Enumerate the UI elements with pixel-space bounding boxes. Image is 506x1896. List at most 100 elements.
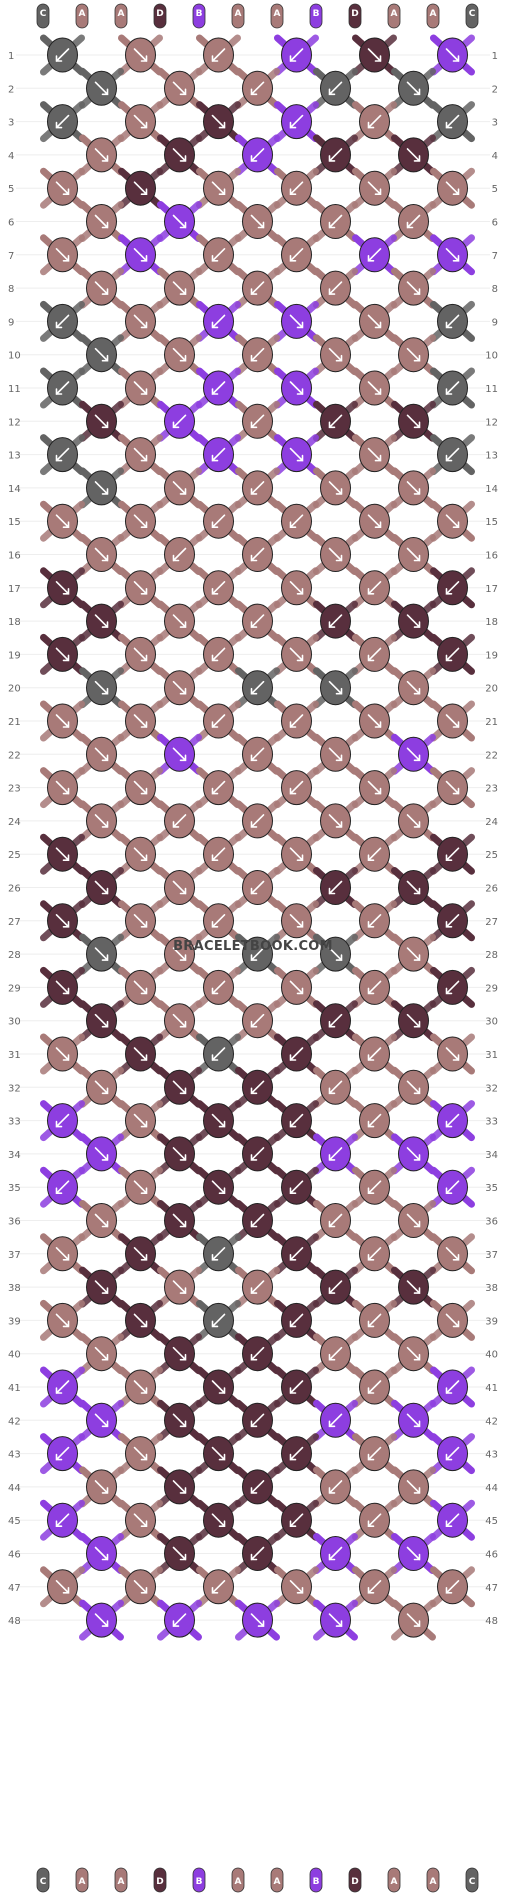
arrow-right-icon bbox=[172, 747, 187, 762]
row-number-right: 40 bbox=[485, 1350, 498, 1361]
arrow-left-icon bbox=[55, 1380, 70, 1394]
arrow-right-icon bbox=[133, 48, 148, 62]
row-number-right: 11 bbox=[485, 384, 498, 395]
row-number-right: 16 bbox=[485, 551, 498, 562]
row-number-right: 35 bbox=[485, 1183, 498, 1194]
arrow-left-icon bbox=[367, 1247, 382, 1261]
arrow-right-icon bbox=[133, 514, 148, 528]
arrow-right-icon bbox=[55, 514, 70, 528]
arrow-right-icon bbox=[367, 181, 382, 195]
arrow-left-icon bbox=[211, 714, 226, 728]
arrow-left-icon bbox=[250, 1346, 265, 1361]
arrow-right-icon bbox=[211, 1180, 226, 1194]
arrow-right-icon bbox=[211, 1446, 226, 1461]
row-number-right: 38 bbox=[485, 1283, 498, 1294]
arrow-left-icon bbox=[328, 81, 343, 96]
arrow-left-icon bbox=[211, 1047, 226, 1061]
thread-stub-bottom bbox=[270, 1867, 284, 1893]
arrow-right-icon bbox=[133, 1380, 148, 1394]
arrow-left-icon bbox=[445, 114, 460, 129]
arrow-right-icon bbox=[94, 148, 109, 162]
row-number-left: 10 bbox=[8, 351, 21, 362]
arrow-left-icon bbox=[289, 1247, 304, 1261]
thread-stub-top bbox=[36, 3, 50, 29]
arrow-right-icon bbox=[406, 1213, 421, 1228]
arrow-right-icon bbox=[94, 1346, 109, 1361]
row-number-left: 5 bbox=[8, 184, 14, 195]
arrow-left-icon bbox=[406, 214, 421, 229]
arrow-right-icon bbox=[406, 1147, 421, 1161]
row-number-right: 1 bbox=[492, 51, 498, 62]
arrow-left-icon bbox=[55, 1113, 70, 1128]
row-number-right: 30 bbox=[485, 1017, 498, 1028]
arrow-right-icon bbox=[133, 1580, 148, 1594]
arrow-right-icon bbox=[172, 1013, 187, 1028]
arrow-right-icon bbox=[406, 747, 421, 762]
arrow-left-icon bbox=[289, 1380, 304, 1394]
arrow-right-icon bbox=[94, 1013, 109, 1028]
arrow-right-icon bbox=[94, 1613, 109, 1627]
arrow-right-icon bbox=[94, 481, 109, 495]
arrow-left-icon bbox=[250, 1147, 265, 1161]
row-number-right: 13 bbox=[485, 451, 498, 462]
thread-stub-bottom bbox=[36, 1867, 50, 1893]
arrow-right-icon bbox=[94, 414, 109, 429]
row-number-right: 41 bbox=[485, 1383, 498, 1394]
row-number-left: 48 bbox=[8, 1616, 21, 1627]
arrow-right-icon bbox=[133, 914, 148, 928]
arrow-left-icon bbox=[445, 1580, 460, 1594]
arrow-left-icon bbox=[55, 314, 70, 329]
arrow-right-icon bbox=[289, 1580, 304, 1594]
arrow-left-icon bbox=[289, 114, 304, 129]
arrow-left-icon bbox=[172, 814, 187, 828]
thread-stub-top bbox=[114, 3, 128, 29]
row-number-right: 18 bbox=[485, 617, 498, 628]
arrow-right-icon bbox=[94, 1147, 109, 1161]
arrow-right-icon bbox=[250, 214, 265, 229]
arrow-right-icon bbox=[133, 314, 148, 329]
arrow-left-icon bbox=[445, 381, 460, 395]
row-number-right: 39 bbox=[485, 1316, 498, 1327]
arrow-right-icon bbox=[55, 1047, 70, 1061]
arrow-right-icon bbox=[55, 181, 70, 195]
arrow-left-icon bbox=[367, 1580, 382, 1594]
thread-stub-bottom bbox=[75, 1867, 89, 1893]
arrow-right-icon bbox=[172, 1147, 187, 1161]
arrow-left-icon bbox=[289, 1313, 304, 1328]
arrow-left-icon bbox=[172, 1613, 187, 1627]
arrow-right-icon bbox=[328, 547, 343, 562]
arrow-right-icon bbox=[55, 780, 70, 795]
thread-stub-top bbox=[270, 3, 284, 29]
arrow-left-icon bbox=[367, 1047, 382, 1061]
row-number-left: 1 bbox=[8, 51, 14, 62]
arrow-right-icon bbox=[172, 148, 187, 162]
row-number-left: 3 bbox=[8, 118, 14, 129]
row-number-left: 18 bbox=[8, 617, 21, 628]
arrow-right-icon bbox=[94, 1480, 109, 1494]
row-number-left: 33 bbox=[8, 1117, 21, 1128]
arrow-right-icon bbox=[133, 847, 148, 861]
arrow-right-icon bbox=[133, 780, 148, 795]
arrow-left-icon bbox=[445, 1113, 460, 1128]
row-number-left: 38 bbox=[8, 1283, 21, 1294]
arrow-left-icon bbox=[445, 647, 460, 662]
thread-stub-bottom bbox=[114, 1867, 128, 1893]
arrow-left-icon bbox=[250, 281, 265, 295]
arrow-left-icon bbox=[250, 148, 265, 162]
string-letter-bottom: A bbox=[118, 1877, 125, 1887]
arrow-left-icon bbox=[211, 447, 226, 462]
arrow-right-icon bbox=[289, 381, 304, 395]
row-number-right: 7 bbox=[492, 251, 498, 262]
arrow-right-icon bbox=[55, 980, 70, 995]
arrow-right-icon bbox=[211, 1513, 226, 1527]
arrow-right-icon bbox=[367, 48, 382, 62]
arrow-right-icon bbox=[94, 281, 109, 295]
arrow-right-icon bbox=[367, 447, 382, 462]
arrow-right-icon bbox=[289, 447, 304, 462]
arrow-right-icon bbox=[133, 647, 148, 662]
arrow-right-icon bbox=[55, 1580, 70, 1594]
arrow-left-icon bbox=[328, 1413, 343, 1428]
thread-stub-top bbox=[426, 3, 440, 29]
row-number-left: 27 bbox=[8, 917, 21, 928]
string-letter-bottom: A bbox=[430, 1877, 437, 1887]
